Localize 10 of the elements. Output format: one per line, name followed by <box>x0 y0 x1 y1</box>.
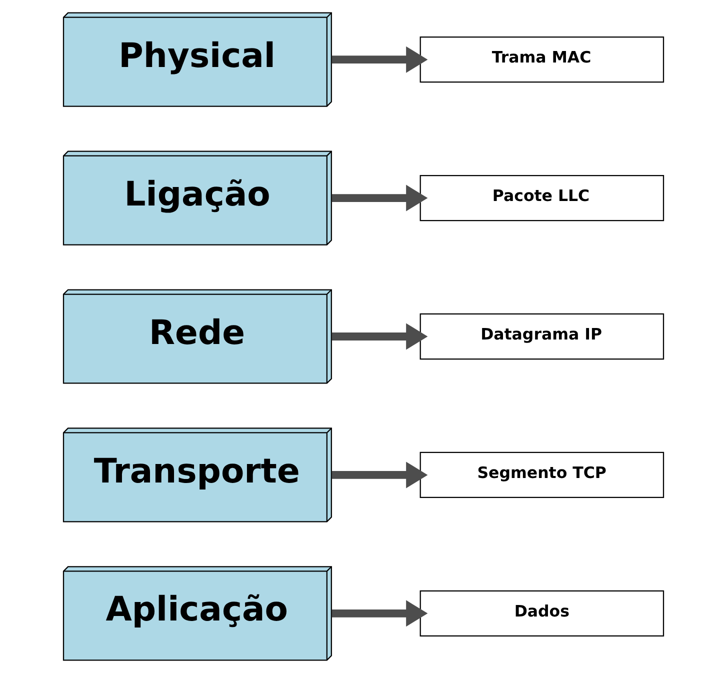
node-box: Dados <box>419 590 664 636</box>
node-box: Datagrama IP <box>419 313 664 360</box>
arrow <box>331 600 428 627</box>
node-box: Segmento TCP <box>419 452 664 498</box>
arrow <box>331 46 428 73</box>
node-box: Trama MAC <box>419 36 664 83</box>
arrow <box>331 184 428 212</box>
arrow <box>331 462 428 488</box>
arrow <box>331 323 428 350</box>
node-box: Pacote LLC <box>419 174 664 222</box>
